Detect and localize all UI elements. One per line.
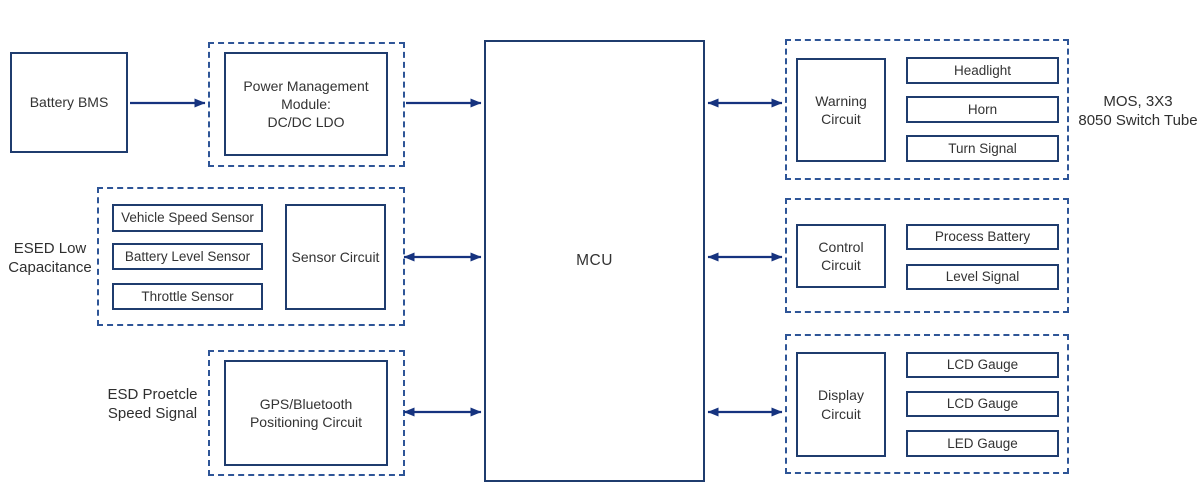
battery-level-sensor-box: Battery Level Sensor xyxy=(112,243,263,270)
display-group xyxy=(785,334,1069,474)
led-gauge-box: LED Gauge xyxy=(906,430,1059,457)
headlight-box: Headlight xyxy=(906,57,1059,84)
lcd-gauge-box-1: LCD Gauge xyxy=(906,352,1059,378)
mos-switch-tube-label: MOS, 3X3 8050 Switch Tube xyxy=(1078,93,1198,129)
turn-signal-box: Turn Signal xyxy=(906,135,1059,162)
control-group xyxy=(785,198,1069,313)
battery-bms-box: Battery BMS xyxy=(10,52,128,153)
sensor-circuit-box: Sensor Circuit xyxy=(285,204,386,310)
process-battery-box: Process Battery xyxy=(906,224,1059,250)
mcu-box: MCU xyxy=(484,40,705,482)
control-circuit-box: Control Circuit xyxy=(796,224,886,288)
horn-box: Horn xyxy=(906,96,1059,123)
display-circuit-box: Display Circuit xyxy=(796,352,886,457)
power-management-group xyxy=(208,42,405,167)
vehicle-speed-sensor-box: Vehicle Speed Sensor xyxy=(112,204,263,232)
lcd-gauge-box-2: LCD Gauge xyxy=(906,391,1059,417)
level-signal-box: Level Signal xyxy=(906,264,1059,290)
esed-low-capacitance-label: ESED Low Capacitance xyxy=(8,240,92,276)
esd-speed-signal-label: ESD Proetcle Speed Signal xyxy=(107,386,198,422)
warning-circuit-box: Warning Circuit xyxy=(796,58,886,162)
gps-bluetooth-box: GPS/Bluetooth Positioning Circuit xyxy=(224,360,388,466)
throttle-sensor-box: Throttle Sensor xyxy=(112,283,263,310)
power-management-box: Power Management Module: DC/DC LDO xyxy=(224,52,388,156)
warning-group xyxy=(785,39,1069,180)
